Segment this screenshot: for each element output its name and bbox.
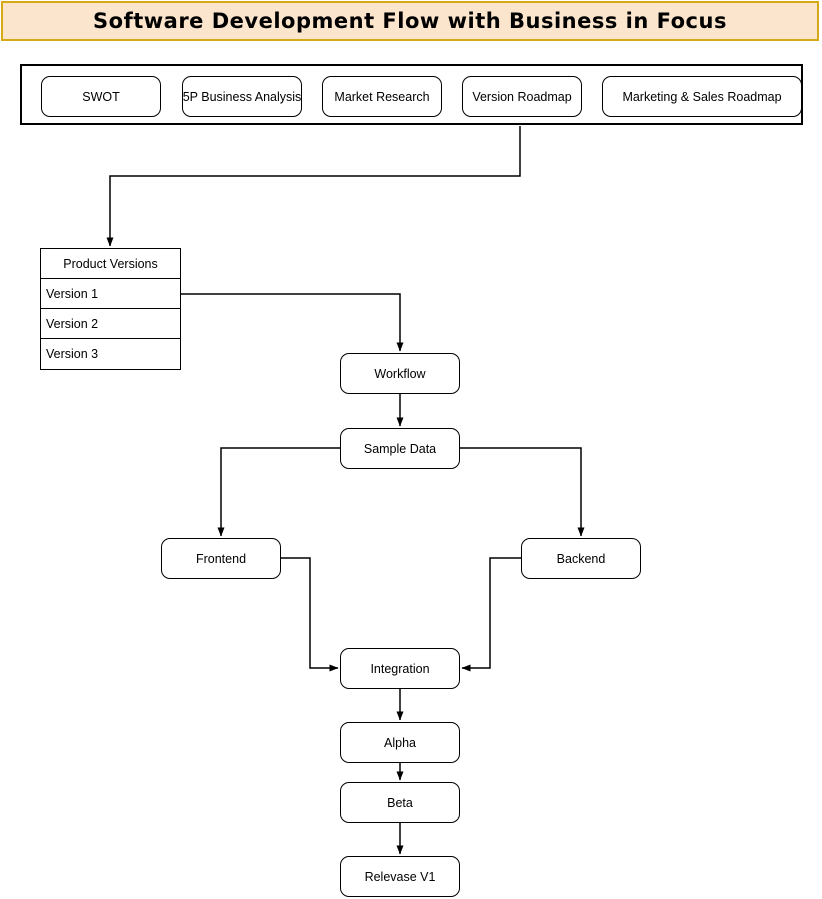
- product-versions-table[interactable]: Product Versions Version 1 Version 2 Ver…: [40, 248, 181, 370]
- connector-version-roadmap-to-product-versions: [106, 126, 521, 247]
- table-row-version-2[interactable]: Version 2: [41, 309, 180, 339]
- flow-node-label: Frontend: [195, 551, 247, 566]
- flow-node-backend[interactable]: Backend: [521, 538, 641, 579]
- flow-node-beta[interactable]: Beta: [340, 782, 460, 823]
- flow-node-alpha[interactable]: Alpha: [340, 722, 460, 763]
- table-cell-label: Version 3: [46, 347, 99, 361]
- business-inputs-container: SWOT 5P Business Analysis Market Researc…: [20, 64, 803, 125]
- business-box-label: SWOT: [82, 89, 120, 104]
- business-box-label: Marketing & Sales Roadmap: [622, 89, 782, 104]
- table-cell-label: Version 1: [46, 286, 99, 301]
- table-cell-label: Version 2: [46, 316, 99, 331]
- flow-node-label: Integration: [370, 661, 430, 676]
- connector-version-1-to-workflow: [181, 293, 404, 352]
- flow-node-release-v1[interactable]: Relevase V1: [340, 856, 460, 897]
- business-box-label: Version Roadmap: [472, 89, 572, 104]
- connector-backend-to-integration: [461, 557, 521, 672]
- flow-node-frontend[interactable]: Frontend: [161, 538, 281, 579]
- connector-sample-data-to-frontend: [217, 447, 340, 537]
- product-versions-header-label: Product Versions: [63, 256, 158, 271]
- business-box-market-research[interactable]: Market Research: [322, 76, 442, 117]
- page-title: Software Development Flow with Business …: [93, 9, 727, 33]
- table-row-version-1[interactable]: Version 1: [41, 279, 180, 309]
- business-box-version-roadmap[interactable]: Version Roadmap: [462, 76, 582, 117]
- flow-node-integration[interactable]: Integration: [340, 648, 460, 689]
- flow-node-label: Sample Data: [363, 441, 437, 456]
- flow-node-label: Alpha: [384, 735, 416, 750]
- product-versions-header: Product Versions: [41, 249, 180, 279]
- business-box-5p-business-analysis[interactable]: 5P Business Analysis: [182, 76, 302, 117]
- business-box-label: Market Research: [334, 89, 430, 104]
- business-box-label: 5P Business Analysis: [182, 89, 302, 104]
- flow-node-label: Backend: [556, 551, 606, 566]
- connector-sample-data-to-backend: [460, 447, 585, 537]
- business-box-swot[interactable]: SWOT: [41, 76, 161, 117]
- diagram-title-banner: Software Development Flow with Business …: [1, 1, 819, 41]
- business-box-marketing-sales-roadmap[interactable]: Marketing & Sales Roadmap: [602, 76, 802, 117]
- flow-node-label: Beta: [387, 795, 413, 810]
- flow-node-label: Workflow: [374, 366, 426, 381]
- flow-node-sample-data[interactable]: Sample Data: [340, 428, 460, 469]
- table-row-version-3[interactable]: Version 3: [41, 339, 180, 369]
- flow-node-workflow[interactable]: Workflow: [340, 353, 460, 394]
- connector-frontend-to-integration: [281, 557, 339, 672]
- flow-node-label: Relevase V1: [364, 869, 436, 884]
